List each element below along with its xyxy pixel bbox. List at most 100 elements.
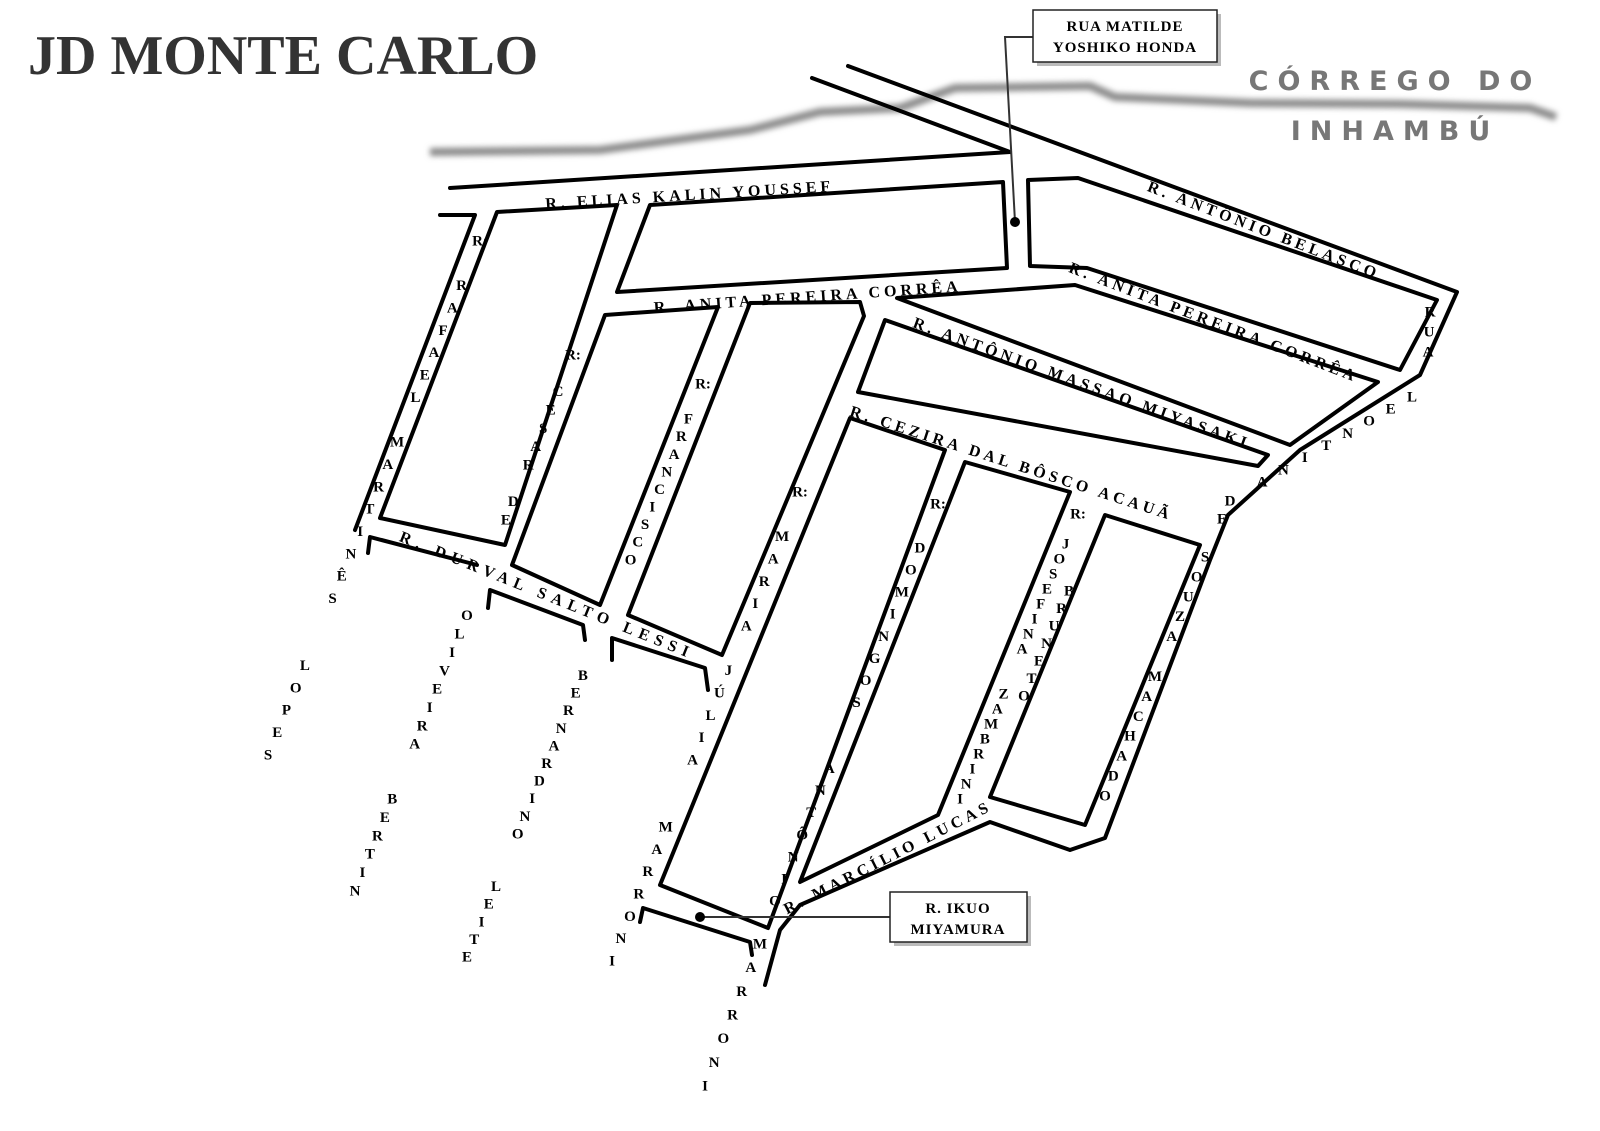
street-label-letter: O	[717, 1031, 729, 1047]
street-label-letter: D	[1225, 493, 1236, 509]
street-label-letter: A	[824, 761, 835, 777]
street-label-letter: U	[1183, 589, 1194, 605]
street-label-letter: M	[1148, 669, 1162, 685]
street-label-letter: N	[709, 1055, 720, 1071]
street-label-letter: I	[609, 953, 615, 969]
street-label-letter: Ê	[337, 568, 347, 585]
street-label-letter: I	[649, 500, 655, 516]
street-label-letter: R	[1056, 601, 1067, 617]
street-label-letter: I	[702, 1078, 708, 1094]
street-label-letter: N	[346, 546, 357, 562]
street-label-letter: O	[624, 909, 636, 925]
street-label-letter: I	[969, 761, 975, 777]
street-label-letter: E	[380, 810, 390, 826]
street-label-letter: A	[651, 842, 662, 858]
street-label-letter: E	[1217, 511, 1227, 527]
street-label-letter: I	[1032, 611, 1038, 627]
street-label-letter: S	[328, 591, 336, 607]
street-label-letter: O	[461, 608, 473, 624]
street-label-letter: Ô	[796, 826, 808, 843]
street-label-letter: L	[410, 390, 420, 406]
street-label-letter: S	[641, 517, 649, 533]
street-label-letter: R	[973, 746, 984, 762]
street-label-letter: F	[684, 412, 693, 428]
street-label-letter: D	[534, 774, 545, 790]
street-label-de: DE	[1217, 493, 1236, 527]
street-label-letter: A	[1141, 689, 1152, 705]
street-label-letter: T	[365, 847, 375, 863]
street-label-letter: R	[417, 718, 428, 734]
street-label-letter: I	[890, 607, 896, 623]
street-label-letter: O	[1099, 788, 1111, 804]
street-label-letter: N	[1342, 426, 1353, 442]
street-label-letter: I	[360, 865, 366, 881]
street-label-letter: S	[264, 747, 272, 763]
street-label-letter: O	[625, 552, 637, 568]
street-label-letter: N	[788, 849, 799, 865]
creek-label-line2: INHAMBÚ	[1291, 115, 1500, 147]
street-label-letter: O	[860, 673, 872, 689]
street-label-letter: V	[439, 663, 450, 679]
street-label-letter: C	[654, 482, 665, 498]
street-label-letter: R	[759, 574, 770, 590]
street-label-letter: A	[1257, 474, 1268, 490]
street-label-letter: J	[1062, 536, 1070, 552]
street-label-letter: I	[357, 524, 363, 540]
street-label-letter: M	[984, 716, 998, 732]
street-label-letter: F	[1036, 596, 1045, 612]
street-label-letter: N	[661, 464, 672, 480]
street-label-letter: Z	[998, 686, 1008, 702]
street-label-letter: D	[914, 541, 925, 557]
callout-label-line1: RUA MATILDE	[1067, 19, 1184, 35]
street-label-letter: J	[725, 663, 733, 679]
road-network	[353, 64, 1459, 987]
street-label-letter: U	[1049, 618, 1060, 634]
street-label-letter: A	[1017, 641, 1028, 657]
street-label-letter: S	[852, 695, 860, 711]
street-label-letter: R:	[472, 233, 488, 249]
street-label-letter: F	[439, 323, 448, 339]
street-label-letter: Ú	[714, 684, 725, 701]
street-label-letter: O	[1363, 414, 1375, 430]
street-label-letter: S	[1201, 549, 1209, 565]
street-label-letter: T	[1026, 671, 1036, 687]
street-label-letter: N	[520, 809, 531, 825]
street-label-letter: N	[616, 931, 627, 947]
callout-label-line1: R. IKUO	[925, 901, 990, 917]
street-label-letter: R	[736, 984, 747, 1000]
street-label-letter: O	[1018, 688, 1030, 704]
street-label-letter: R	[456, 278, 467, 294]
street-label-letter: É	[546, 401, 556, 418]
street-label-letter: E	[1386, 402, 1396, 418]
street-label-letter: B	[980, 731, 990, 747]
street-label-letter: A	[548, 738, 559, 754]
street-label-letter: R:	[792, 484, 808, 500]
street-label-letter: A	[530, 439, 541, 455]
street-label-letter: I	[781, 871, 787, 887]
street-label-letter: R	[642, 864, 653, 880]
street-label-letter: A	[687, 752, 698, 768]
street-label-letter: I	[449, 645, 455, 661]
street-label-letter: R:	[565, 347, 581, 363]
street-label-letter: M	[775, 529, 789, 545]
callout-ikuo-miyamura: R. IKUO MIYAMURA	[695, 891, 1031, 946]
street-label-letter: R:	[930, 496, 946, 512]
creek-label-line1: CÓRREGO DO	[1249, 65, 1542, 97]
street-label-letter: I	[1302, 450, 1308, 466]
street-label-letter: N	[1041, 636, 1052, 652]
street-label-letter: L	[1407, 389, 1417, 405]
street-label-letter: N	[815, 783, 826, 799]
street-label-letter: A	[1116, 749, 1127, 765]
street-label-letter: S	[1049, 566, 1057, 582]
street-label-letter: S	[539, 421, 547, 437]
callout-dot	[695, 912, 705, 922]
street-label-letter: D	[1108, 769, 1119, 785]
street-label-letter: M	[753, 936, 767, 952]
street-label-letter: D	[508, 494, 519, 510]
street-label-letter: L	[705, 708, 715, 724]
